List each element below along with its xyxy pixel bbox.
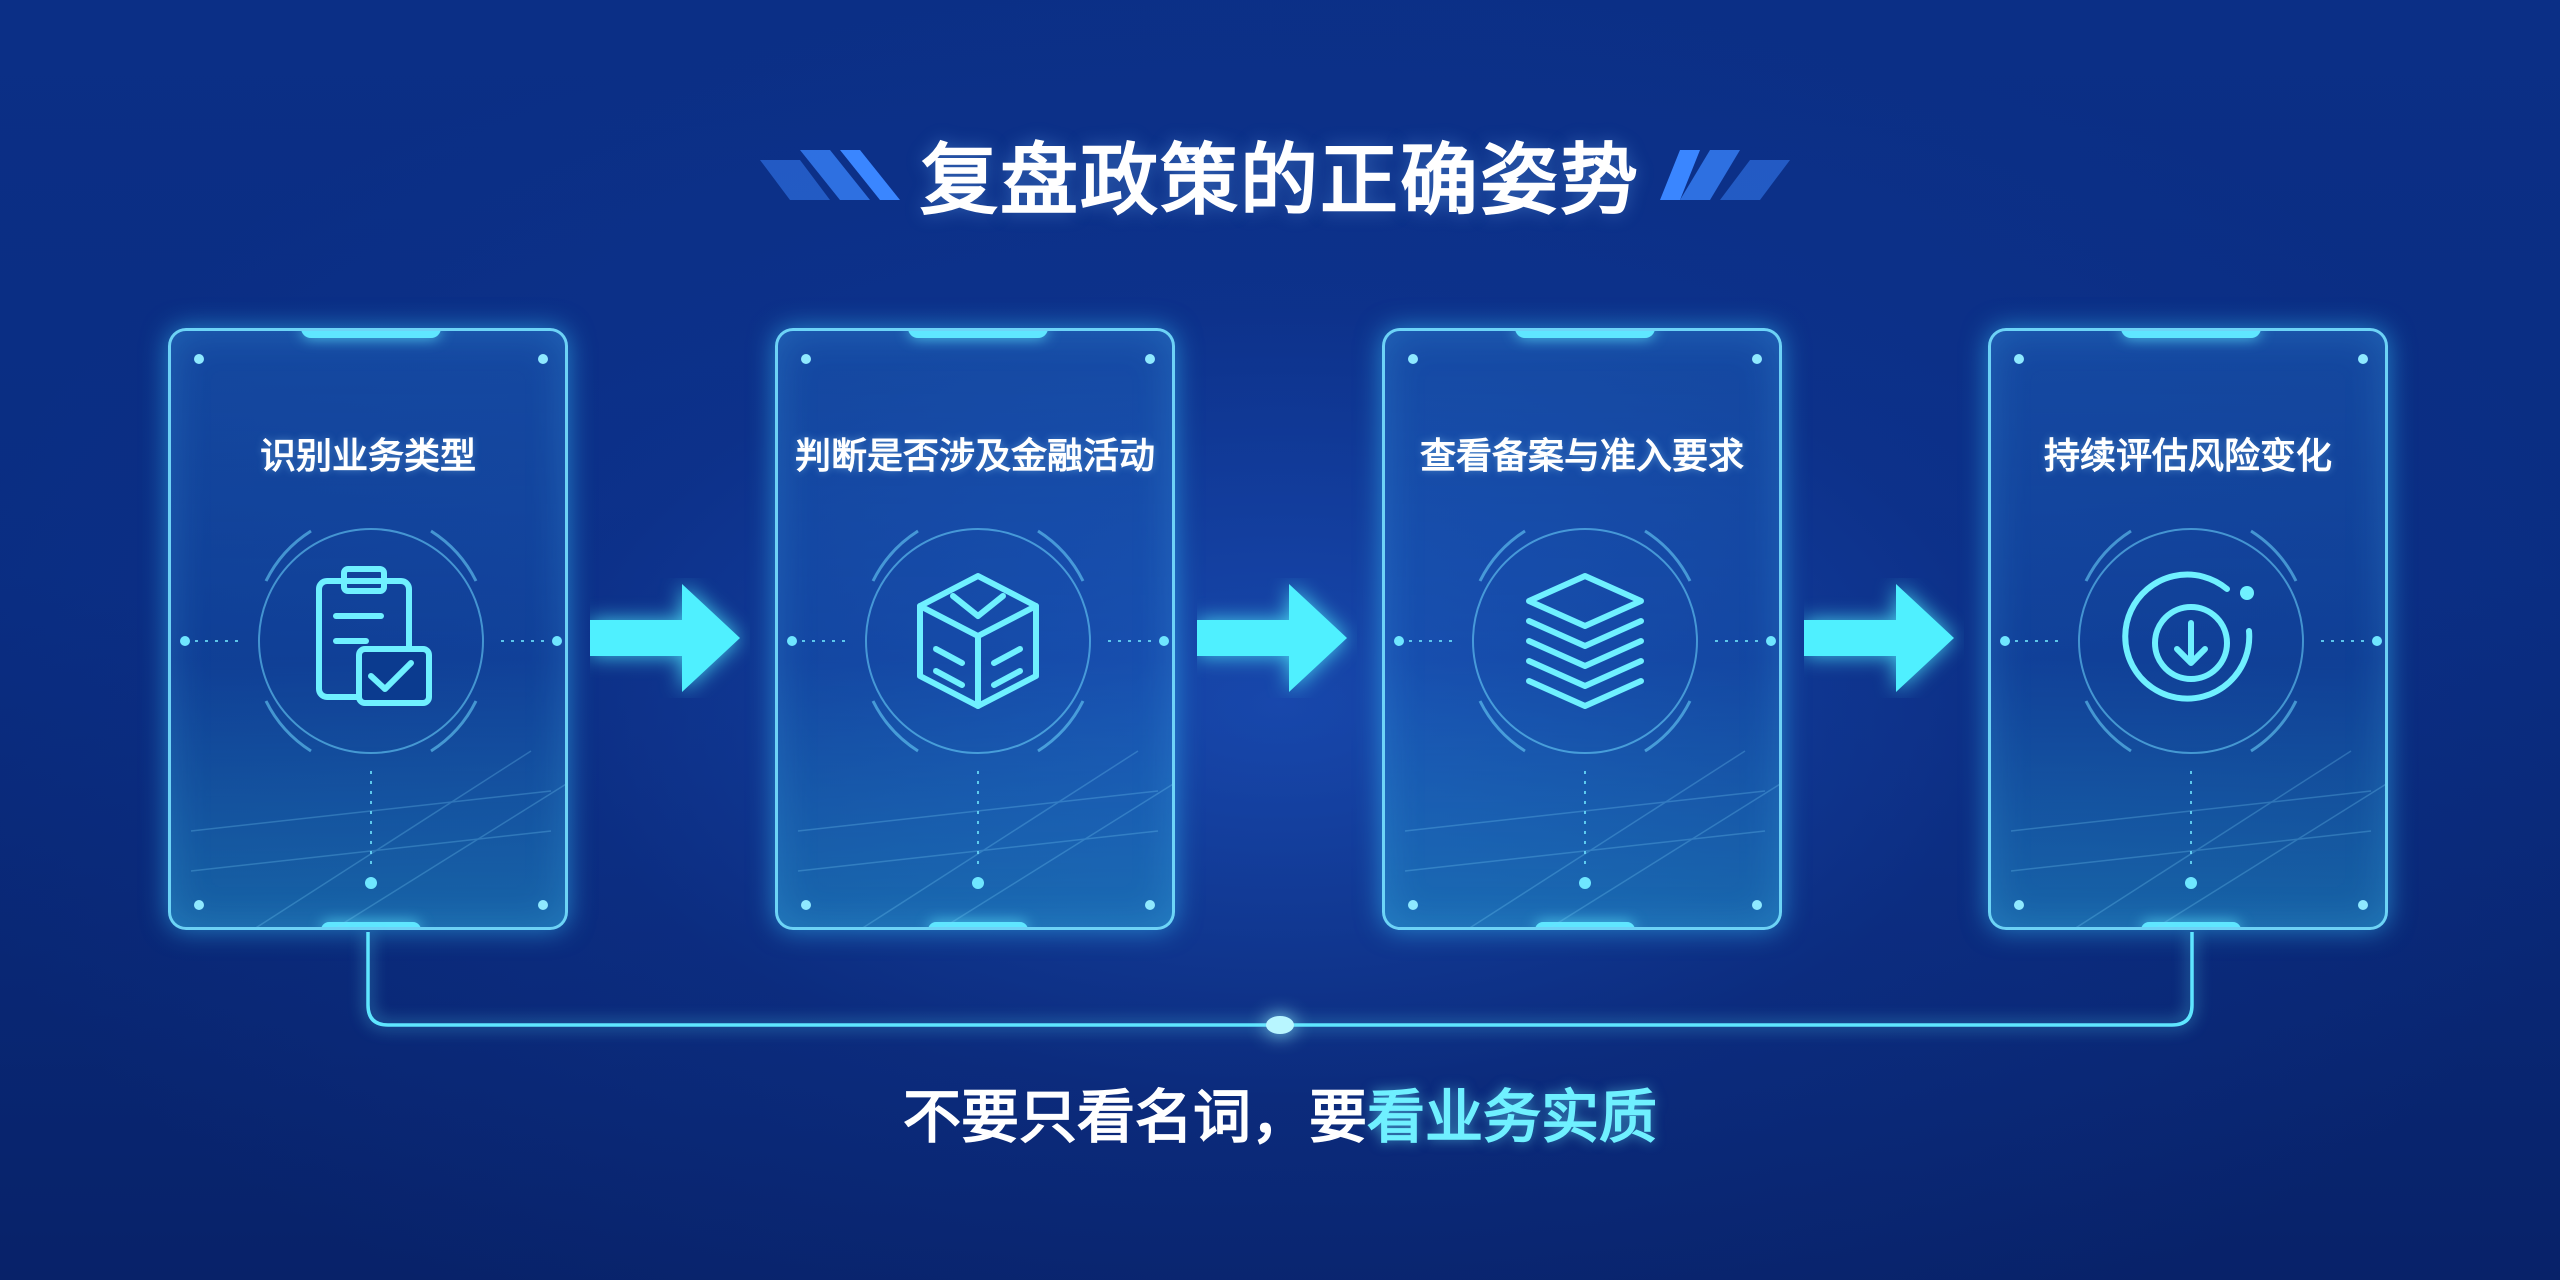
- step-card-review: 查看备案与准入要求: [1382, 328, 1782, 930]
- card-decoration: [2000, 354, 2385, 927]
- step-label: 查看备案与准入要求: [1419, 436, 1744, 477]
- step-card-evaluate: 持续评估风险变化: [1988, 328, 2388, 930]
- arrow-right-icon: [1804, 584, 1954, 692]
- card-bottom-tab: [928, 922, 1028, 927]
- card-top-tab: [301, 331, 441, 338]
- card-top-tab: [2121, 331, 2261, 338]
- card-bottom-tab: [1535, 922, 1635, 927]
- page-title: 复盘政策的正确姿势: [919, 136, 1640, 226]
- card-decoration: [1394, 354, 1779, 927]
- card-bottom-tab: [2141, 922, 2241, 927]
- card-decoration: [787, 354, 1172, 927]
- card-top-tab: [1515, 331, 1655, 338]
- arrow-right-icon: [1197, 584, 1347, 692]
- clipboard-check-icon: [316, 566, 432, 706]
- cube-box-icon: [917, 573, 1039, 709]
- step-label: 判断是否涉及金融活动: [794, 436, 1155, 477]
- circular-download-icon: [2122, 571, 2253, 702]
- card-decoration: [180, 354, 565, 927]
- step-card-identify: 识别业务类型: [168, 328, 568, 930]
- step-label: 持续评估风险变化: [2043, 436, 2332, 477]
- arrow-right-icon: [590, 584, 740, 692]
- caption-highlight: 看业务实质: [1367, 1083, 1658, 1151]
- step-card-judge: 判断是否涉及金融活动: [775, 328, 1175, 930]
- step-label: 识别业务类型: [259, 436, 476, 477]
- card-bottom-tab: [321, 922, 421, 927]
- card-top-tab: [908, 331, 1048, 338]
- caption-plain: 不要只看名词，要: [902, 1083, 1367, 1151]
- connector-node: [1266, 1016, 1294, 1034]
- stacked-layers-icon: [1526, 573, 1644, 709]
- bottom-caption: 不要只看名词，要看业务实质: [0, 1070, 2560, 1154]
